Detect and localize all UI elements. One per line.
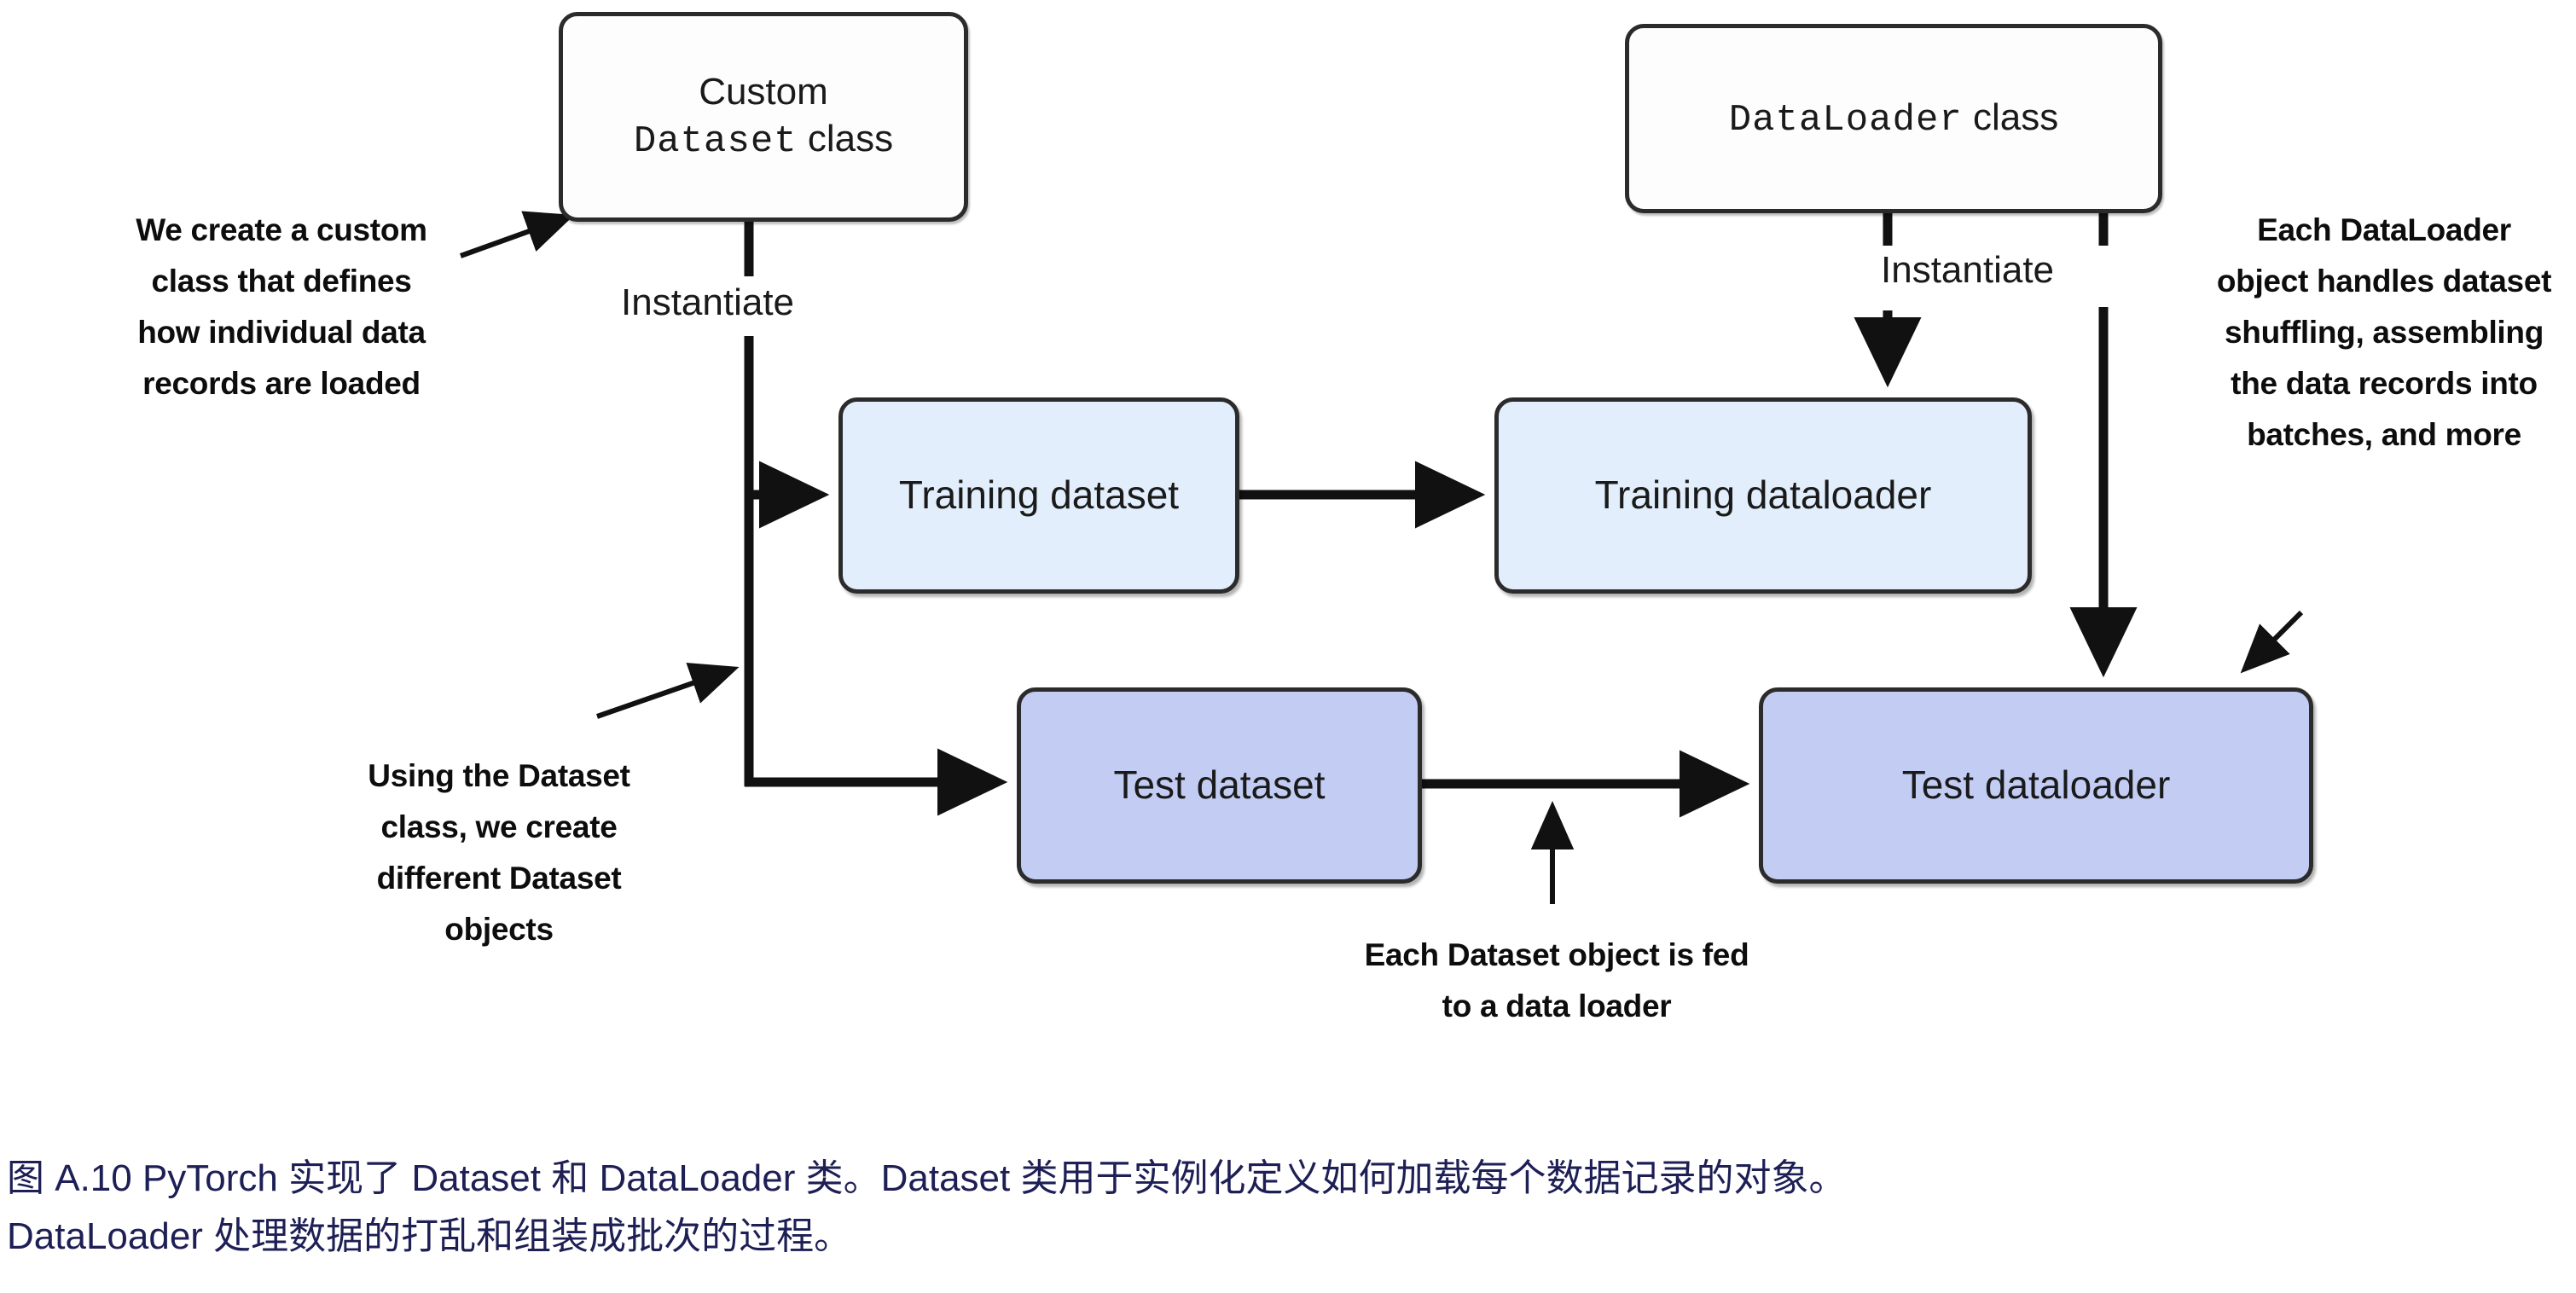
node-training-dataset-label: Training dataset bbox=[898, 473, 1180, 518]
annotation-each-dataloader-object: Each DataLoader object handles dataset s… bbox=[2216, 212, 2552, 452]
node-training-dataset[interactable]: Training dataset bbox=[838, 397, 1239, 594]
node-training-dataloader[interactable]: Training dataloader bbox=[1494, 397, 2032, 594]
annotation-each-dataset-object: Each Dataset object is fed to a data loa… bbox=[1364, 937, 1749, 1023]
node-dataloader-class[interactable]: DataLoader class bbox=[1625, 24, 2162, 213]
node-test-dataloader-label: Test dataloader bbox=[1901, 762, 2171, 808]
class-word: class bbox=[797, 118, 894, 159]
figure-caption-line-2: DataLoader 处理数据的打乱和组装成批次的过程。 bbox=[7, 1215, 852, 1258]
node-custom-dataset-class-text: Custom Dataset class bbox=[634, 68, 893, 165]
node-test-dataset[interactable]: Test dataset bbox=[1017, 687, 1422, 884]
custom-label: Custom bbox=[699, 71, 828, 113]
annotation-we-create-custom-class: We create a custom class that defines ho… bbox=[136, 212, 427, 401]
figure-caption-line-1: 图 A.10 PyTorch 实现了 Dataset 和 DataLoader … bbox=[7, 1157, 1847, 1199]
node-custom-dataset-class[interactable]: Custom Dataset class bbox=[559, 12, 968, 222]
leader-using-the-dataset bbox=[596, 662, 740, 719]
figure-caption: 图 A.10 PyTorch 实现了 Dataset 和 DataLoader … bbox=[7, 1150, 2532, 1266]
annotation-using-the-dataset-class: Using the Dataset class, we create diffe… bbox=[368, 758, 630, 947]
node-test-dataloader[interactable]: Test dataloader bbox=[1759, 687, 2313, 884]
edge-label-instantiate-left: Instantiate bbox=[621, 281, 795, 323]
node-dataloader-class-text: DataLoader class bbox=[1729, 94, 2059, 144]
leader-each-dataloader bbox=[2240, 610, 2304, 674]
node-training-dataloader-label: Training dataloader bbox=[1594, 473, 1932, 518]
node-test-dataset-label: Test dataset bbox=[1113, 762, 1326, 808]
dataloader-keyword: DataLoader bbox=[1728, 98, 1963, 142]
leader-we-create bbox=[459, 211, 575, 258]
class-word: class bbox=[1962, 96, 2059, 138]
dataset-keyword: Dataset bbox=[633, 120, 798, 163]
edge-label-instantiate-right: Instantiate bbox=[1881, 249, 2055, 291]
